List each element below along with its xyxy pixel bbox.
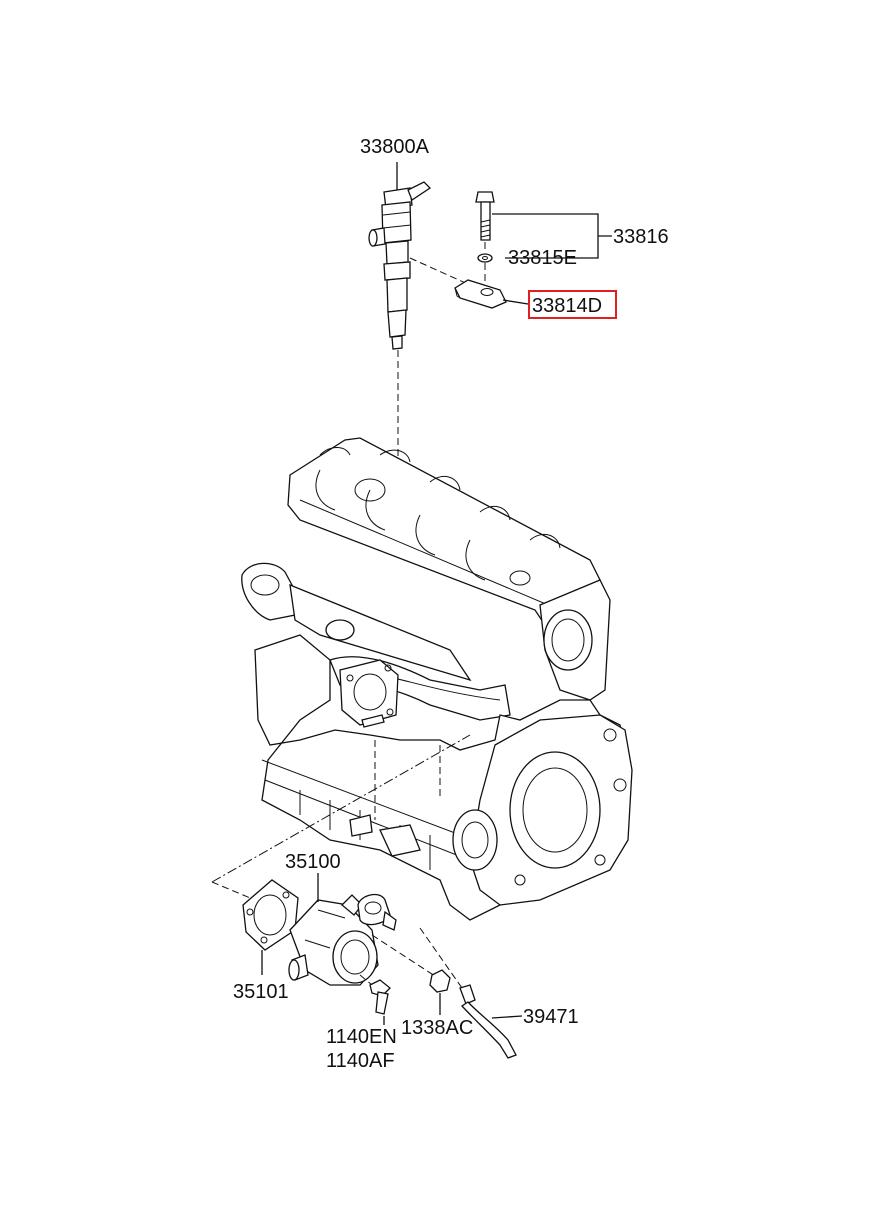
hose-axis-line bbox=[419, 927, 463, 989]
bolt-assy-bracket bbox=[492, 213, 612, 259]
clamp-drawing[interactable] bbox=[454, 279, 507, 309]
hose-leader bbox=[491, 1015, 523, 1019]
label-gasket[interactable]: 35101 bbox=[233, 981, 289, 1003]
label-washer[interactable]: 33815E bbox=[508, 247, 577, 269]
bolt-drawing[interactable] bbox=[475, 191, 495, 241]
nut-axis-line bbox=[371, 934, 439, 979]
injector-clamp-line bbox=[409, 257, 471, 286]
label-bolt-1[interactable]: 1140EN bbox=[326, 1026, 397, 1048]
gasket-drawing[interactable] bbox=[242, 879, 299, 951]
engine-block[interactable] bbox=[241, 437, 633, 921]
label-thermostat-housing[interactable]: 35100 bbox=[285, 851, 341, 873]
washer-drawing[interactable] bbox=[477, 253, 493, 263]
label-hose[interactable]: 39471 bbox=[523, 1006, 579, 1028]
thermostat-housing-drawing[interactable] bbox=[288, 893, 397, 986]
hose-drawing[interactable] bbox=[459, 984, 517, 1059]
housing-bolt-line bbox=[359, 974, 373, 986]
label-clamp[interactable]: 33814D bbox=[532, 295, 602, 317]
thermostat-axis-line bbox=[211, 734, 471, 883]
label-injector[interactable]: 33800A bbox=[360, 136, 430, 158]
highlight-box bbox=[528, 290, 617, 319]
housing-bolt-drawing[interactable] bbox=[369, 979, 391, 1015]
clamp-leader bbox=[502, 299, 529, 305]
label-bolt-2[interactable]: 1140AF bbox=[326, 1050, 395, 1072]
gasket-axis-line bbox=[211, 881, 256, 901]
injector-drawing[interactable] bbox=[368, 162, 432, 350]
label-bolt-assy[interactable]: 33816 bbox=[613, 226, 669, 248]
label-nut[interactable]: 1338AC bbox=[401, 1017, 473, 1039]
nut-drawing[interactable] bbox=[429, 969, 451, 993]
